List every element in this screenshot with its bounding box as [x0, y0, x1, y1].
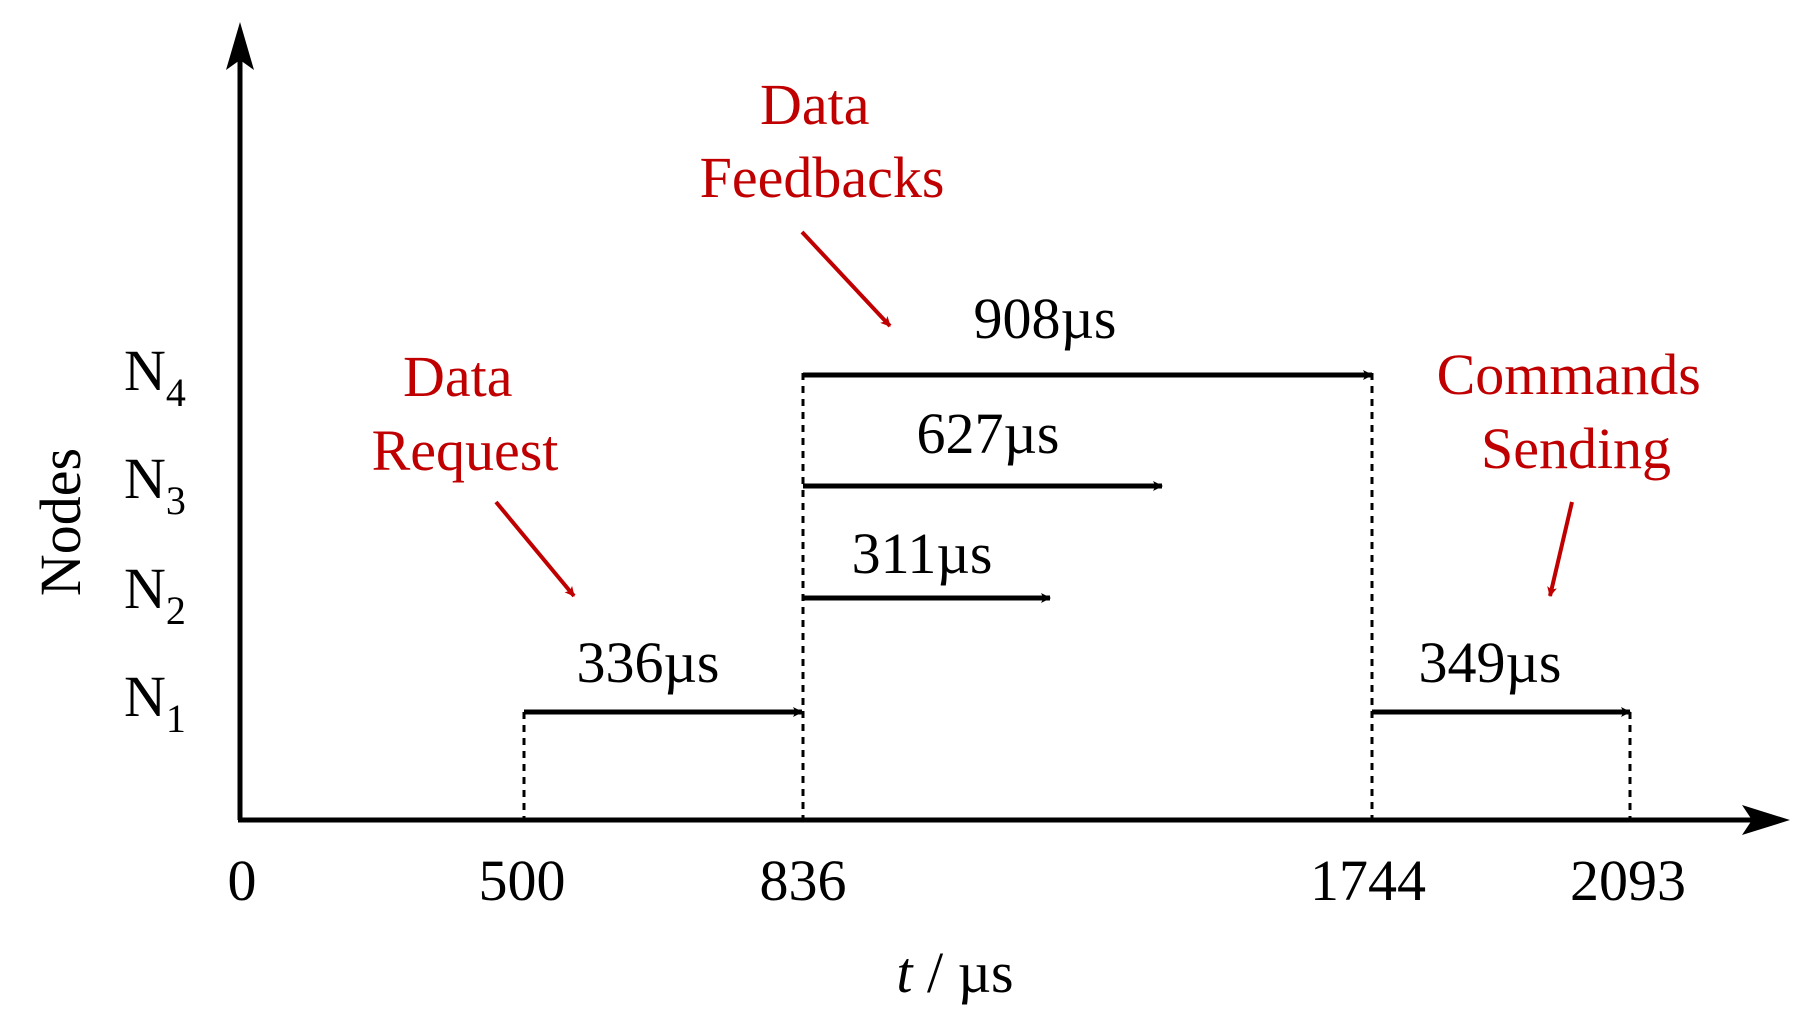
duration-label-349us: 349µs: [1419, 630, 1562, 695]
duration-label-311us: 311µs: [852, 521, 993, 586]
x-axis-arrowhead: [1742, 805, 1790, 835]
annotation-data-request: Data Request: [372, 344, 559, 483]
x-tick-2093: 2093: [1570, 848, 1686, 913]
annotation-data-feedbacks: Data Feedbacks: [700, 72, 945, 210]
node-label-n4: N4: [124, 338, 186, 415]
annotation-data-feedbacks-arrow: [800, 230, 892, 328]
node-label-n2: N2: [124, 556, 186, 633]
duration-label-908us: 908µs: [974, 286, 1117, 351]
duration-label-627us: 627µs: [917, 401, 1060, 466]
y-axis-arrowhead: [226, 22, 254, 70]
x-axis-label: t / µs: [896, 940, 1013, 1005]
x-tick-0: 0: [228, 848, 257, 913]
x-tick-1744: 1744: [1310, 848, 1426, 913]
annotation-commands-sending-arrow: [1547, 501, 1574, 597]
node-label-n1: N1: [124, 664, 186, 741]
x-tick-500: 500: [479, 848, 566, 913]
y-axis-label: Nodes: [28, 448, 93, 596]
annotation-commands-sending: Commands Sending: [1437, 342, 1716, 481]
x-tick-836: 836: [760, 848, 847, 913]
duration-label-336us: 336µs: [577, 630, 720, 695]
annotation-data-request-arrow: [494, 500, 576, 598]
node-label-n3: N3: [124, 446, 186, 523]
